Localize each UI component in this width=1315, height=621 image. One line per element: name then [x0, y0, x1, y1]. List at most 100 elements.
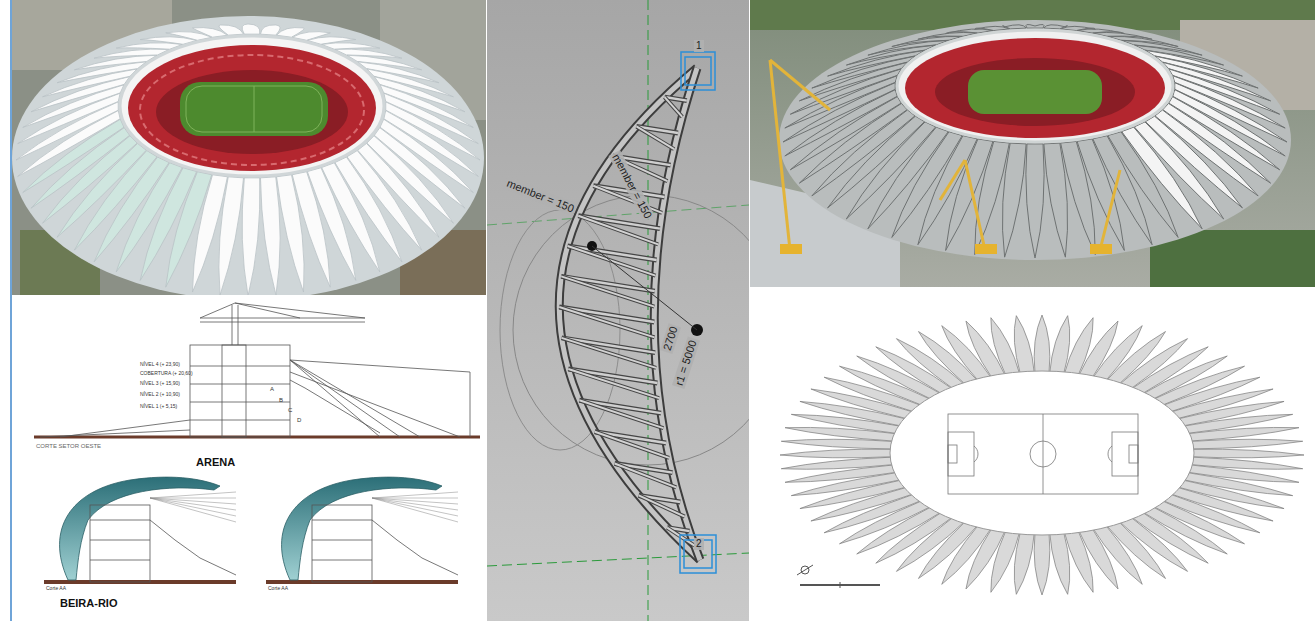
- construction-photo: [750, 0, 1315, 287]
- section-drawings: [34, 303, 480, 582]
- floor-line: [90, 560, 150, 561]
- roof-line: [372, 498, 458, 510]
- truss-member: [568, 246, 656, 276]
- roof-petal: [277, 175, 305, 292]
- drawing-label: COBERTURA (+ 20,60): [140, 371, 193, 376]
- building-outline: [312, 505, 372, 582]
- drawing-label: Corte AA: [268, 586, 288, 591]
- floor-line: [90, 520, 150, 521]
- stand-line: [150, 520, 236, 575]
- roof-petal: [1192, 449, 1304, 458]
- truss-member: [636, 126, 674, 149]
- truss-member: [559, 307, 654, 337]
- drawing-label: ARENA: [196, 457, 235, 468]
- truss-member: [561, 276, 654, 306]
- drawing-label: Corte AA: [46, 586, 66, 591]
- roof-petal: [892, 132, 962, 238]
- roof-petal: [1014, 316, 1034, 374]
- roof-petal: [918, 136, 977, 245]
- roof-line: [150, 498, 236, 510]
- truss-member: [665, 97, 683, 117]
- truss-member: [562, 338, 656, 353]
- roof-petal: [799, 62, 907, 101]
- roof-petal: [1173, 76, 1285, 128]
- truss-member: [562, 338, 656, 368]
- drawing-label: NÍVEL 1 (+ 5,15): [140, 404, 177, 409]
- truss-member: [561, 276, 655, 291]
- truss-member: [665, 97, 683, 117]
- roof-petal: [783, 83, 895, 142]
- floor-line: [312, 520, 372, 521]
- roof-line: [372, 498, 458, 504]
- drawing-label: C: [288, 407, 292, 413]
- truss-member: [639, 495, 685, 516]
- floor-line: [312, 560, 372, 561]
- roof-petal: [260, 177, 280, 295]
- roof-petal: [785, 76, 897, 128]
- drawing-label: BEIRA-RIO: [60, 598, 117, 609]
- truss-member: [568, 369, 659, 398]
- roof-petal: [1169, 69, 1280, 114]
- truss-member: [579, 400, 661, 413]
- truss-member: [568, 246, 656, 276]
- stadium-photo: [12, 0, 486, 295]
- roof-petal: [1026, 24, 1044, 28]
- roof-petal: [1190, 439, 1302, 449]
- roof-petal: [1108, 132, 1178, 238]
- roof-line: [150, 492, 236, 498]
- truss-member: [579, 400, 663, 428]
- dimension-label: 1: [694, 40, 704, 52]
- roof-petal: [260, 25, 280, 35]
- truss-member: [559, 307, 654, 322]
- truss-member: [595, 432, 669, 458]
- roof-line: [372, 492, 458, 498]
- roof-shell: [282, 477, 442, 580]
- truss-member: [559, 307, 654, 322]
- truss-member: [615, 463, 677, 487]
- truss-member: [568, 369, 657, 383]
- truss-member: [562, 338, 656, 368]
- roof-petal: [1044, 25, 1068, 29]
- floor-line: [90, 540, 150, 541]
- roof-line: [372, 498, 458, 516]
- truss-member: [667, 528, 694, 546]
- roof-petal: [1044, 143, 1068, 257]
- drawing-label: NÍVEL 2 (+ 10,90): [140, 392, 180, 397]
- drawing-label: D: [297, 417, 301, 423]
- roof-petal: [1077, 139, 1124, 251]
- truss-member: [636, 126, 674, 149]
- roof-petal: [1002, 25, 1026, 29]
- building-outline: [90, 505, 150, 582]
- truss-member: [561, 276, 654, 306]
- roof-line: [150, 498, 236, 499]
- truss-member: [568, 369, 657, 383]
- roof-petal: [116, 43, 182, 49]
- roof-petal: [384, 93, 478, 143]
- roof-line: [150, 498, 236, 522]
- roof-line: [150, 498, 236, 516]
- roof-plan: [780, 315, 1304, 595]
- truss-member: [595, 432, 669, 458]
- roof-petal: [780, 449, 892, 458]
- truss-member: [579, 400, 663, 428]
- roof-line: [372, 498, 458, 522]
- roof-line: [150, 498, 236, 504]
- roof-petal: [242, 178, 260, 295]
- roof-petal: [219, 25, 244, 35]
- roof-petal: [1026, 144, 1044, 258]
- roof-petal: [380, 85, 473, 128]
- drawing-label: CORTE SETOR OESTE: [36, 443, 101, 449]
- roof-petal: [1034, 533, 1050, 595]
- drawing-label: NÍVEL 3 (+ 15,90): [140, 381, 180, 386]
- truss-member: [667, 528, 694, 546]
- truss-chord: [559, 68, 700, 560]
- dimension-label: 2: [694, 538, 704, 550]
- roof-petal: [242, 24, 260, 34]
- roof-petal: [1050, 532, 1070, 594]
- truss-member: [568, 369, 659, 398]
- truss-chord: [559, 68, 700, 560]
- roof-shell: [60, 477, 220, 580]
- roof-line: [372, 498, 458, 499]
- truss-member: [559, 307, 654, 337]
